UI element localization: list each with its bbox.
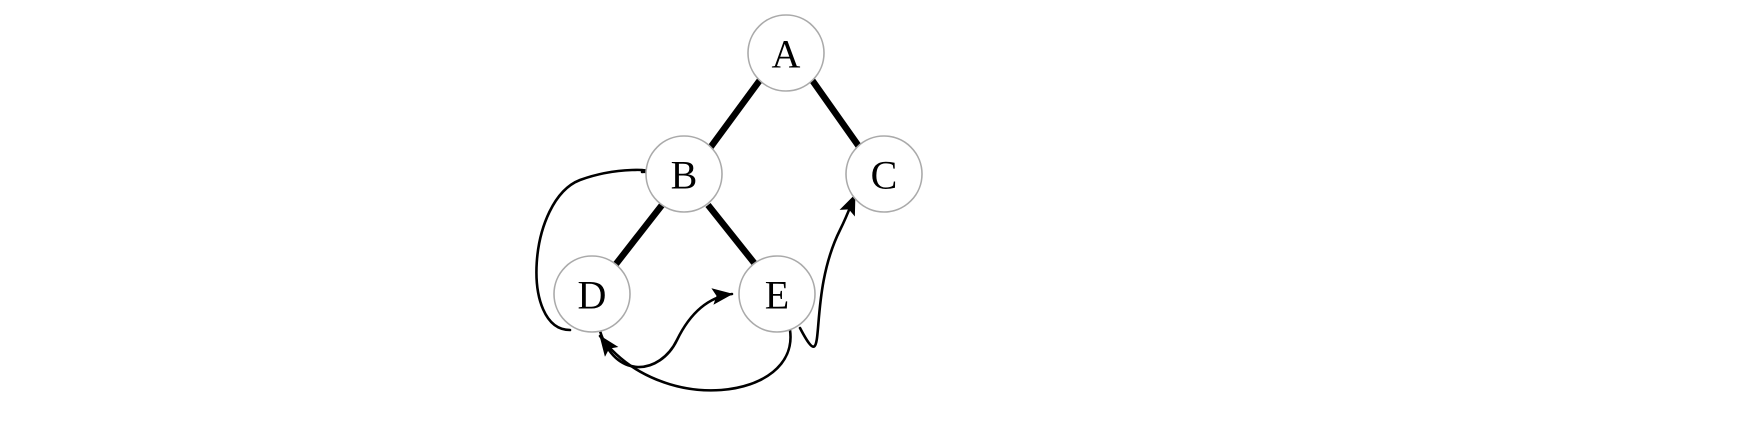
arc-edge-d-b [535, 161, 663, 332]
node-circle-a[interactable] [747, 14, 825, 92]
nodes-group: A B C D E [553, 14, 923, 333]
node-circle-e[interactable] [738, 255, 816, 333]
node-c[interactable]: C [845, 135, 923, 213]
node-e[interactable]: E [738, 255, 816, 333]
arc-edge-e-d [598, 328, 792, 392]
node-circle-c[interactable] [845, 135, 923, 213]
arc-edge-e-c [798, 193, 857, 348]
node-b[interactable]: B [645, 135, 723, 213]
arc-edges-group [535, 161, 857, 392]
node-circle-d[interactable] [553, 255, 631, 333]
node-label-e: E [765, 273, 789, 318]
node-circle-b[interactable] [645, 135, 723, 213]
node-label-a: A [772, 32, 801, 77]
tree-edge-a-c [809, 78, 863, 150]
tree-edge-b-d [613, 203, 665, 266]
node-label-b: B [671, 153, 698, 198]
tree-edges-group [613, 78, 863, 267]
node-a[interactable]: A [747, 14, 825, 92]
node-label-c: C [871, 153, 898, 198]
arc-edge-d-e [598, 288, 734, 369]
tree-edge-a-b [707, 78, 763, 150]
tree-edge-b-e [705, 202, 758, 267]
node-d[interactable]: D [553, 255, 631, 333]
node-label-d: D [578, 273, 607, 318]
